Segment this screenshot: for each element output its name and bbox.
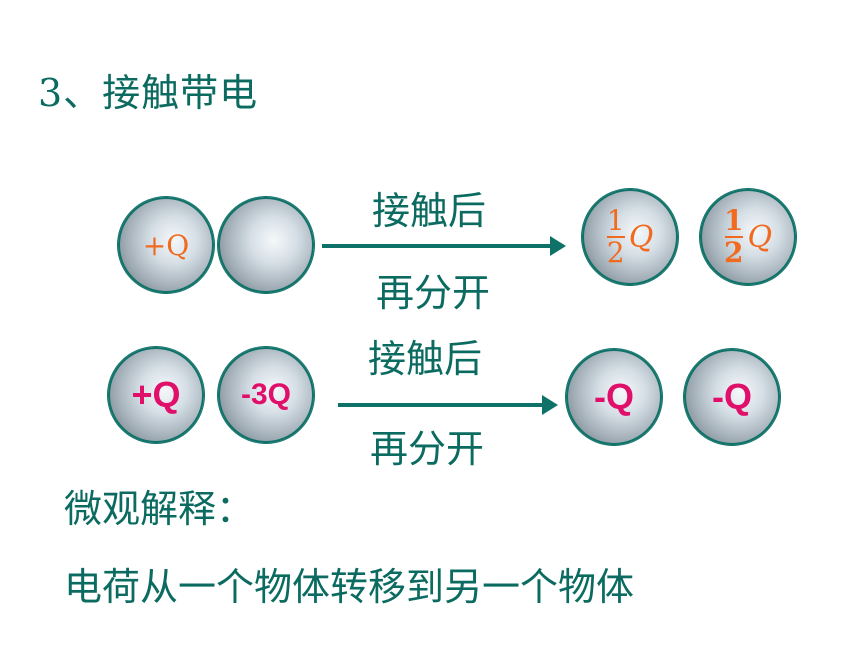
fraction-bar — [606, 236, 625, 238]
fraction-numerator: 1 — [723, 204, 744, 237]
sphere-row1-left-1: +Q — [118, 197, 214, 293]
charge-label: -Q — [712, 376, 752, 417]
sphere-row2-left-2: -3Q — [218, 347, 314, 443]
arrow-row1 — [322, 236, 566, 256]
arrow-label-top-row2: 接触后 — [368, 337, 483, 381]
fraction-charge: 1 2 Q — [724, 207, 772, 267]
charge-variable: Q — [747, 219, 773, 255]
charge-label: +Q — [131, 374, 181, 415]
explanation-heading: 微观解释： — [64, 487, 255, 531]
arrow-label-bottom-row1: 再分开 — [376, 271, 491, 315]
sphere-row1-right-2: 1 2 Q — [700, 189, 796, 285]
fraction-denominator: 2 — [723, 236, 744, 269]
charge-label: -3Q — [240, 378, 291, 411]
arrow-row2 — [338, 395, 558, 415]
sphere-row2-right-2: -Q — [684, 349, 780, 445]
sphere-row2-right-1: -Q — [566, 349, 662, 445]
slide-title: 3、接触带电 — [38, 71, 259, 115]
sphere-row1-left-2 — [218, 197, 314, 293]
sphere-row2-left-1: +Q — [108, 347, 204, 443]
fraction-charge: 1 2 Q — [606, 204, 654, 269]
charge-label: -Q — [594, 376, 634, 417]
explanation-text: 电荷从一个物体转移到另一个物体 — [64, 565, 635, 609]
arrow-label-bottom-row2: 再分开 — [370, 427, 485, 471]
arrow-label-top-row1: 接触后 — [372, 189, 487, 233]
fraction-bar — [724, 236, 743, 238]
fraction-numerator: 1 — [606, 204, 625, 237]
sphere-row1-right-1: 1 2 Q — [582, 189, 678, 285]
charge-label: +Q — [142, 228, 190, 262]
fraction-denominator: 2 — [606, 236, 625, 269]
charge-variable: Q — [628, 219, 654, 255]
